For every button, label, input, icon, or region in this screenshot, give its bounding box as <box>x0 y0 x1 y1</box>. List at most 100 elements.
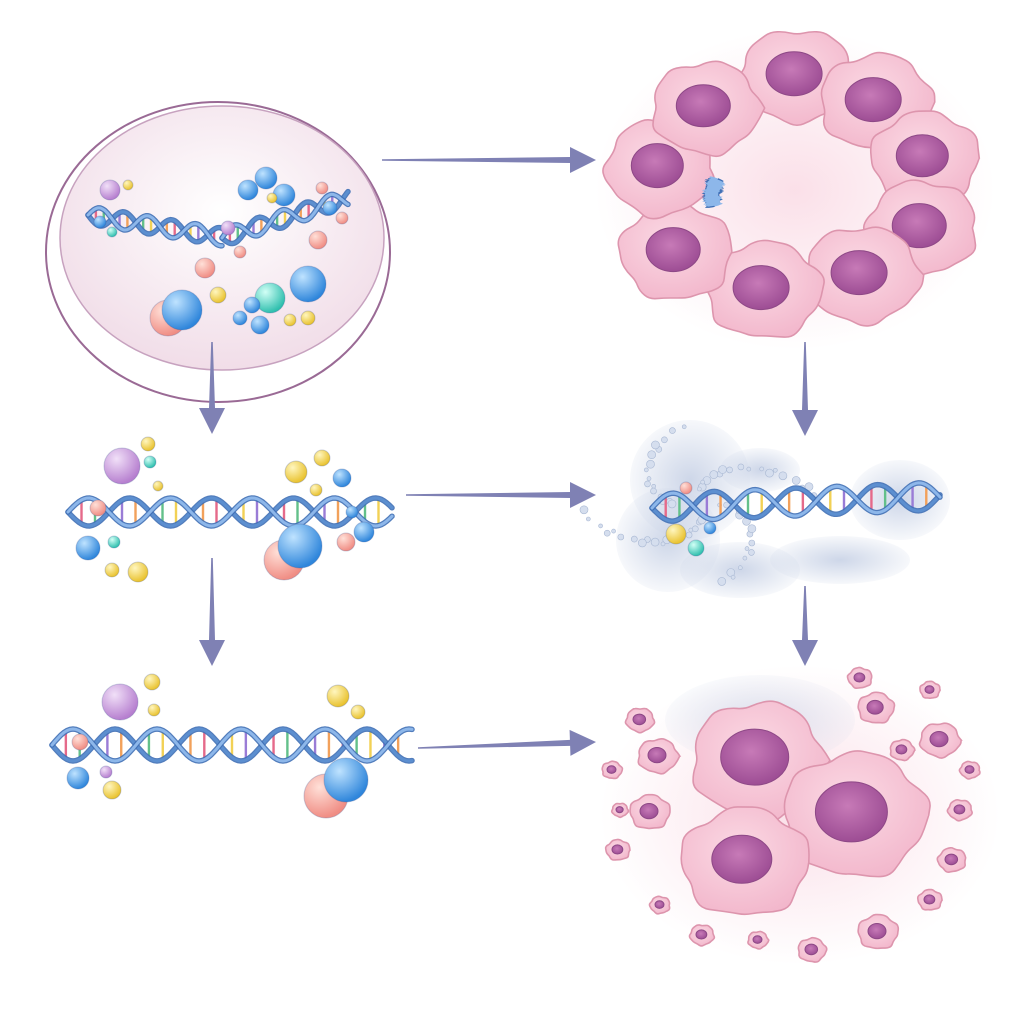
dna-backbone <box>66 496 394 528</box>
nucleosome-icon <box>579 505 589 515</box>
molecule-icon <box>353 521 375 543</box>
dna-backbone <box>650 481 942 521</box>
dna-strand-chromatin <box>649 480 943 524</box>
molecule-icon <box>336 532 356 552</box>
molecule-icon <box>315 181 329 195</box>
molecule-group-mid <box>75 436 375 583</box>
molecule-icon <box>309 483 323 497</box>
molecule-icon <box>66 766 90 790</box>
nucleosome-icon <box>700 479 706 485</box>
cell-cluster-icon <box>680 700 931 916</box>
molecule-icon <box>127 561 149 583</box>
nucleosome-icon <box>617 533 625 541</box>
nucleosome-icon <box>681 424 687 430</box>
chromatin-icon <box>579 420 950 598</box>
molecule-icon <box>283 313 297 327</box>
cell-nucleus <box>895 134 949 178</box>
cell-nucleus <box>611 844 624 855</box>
nucleosome-icon <box>696 486 702 492</box>
dna-backbone <box>50 727 414 763</box>
molecule-icon <box>679 481 693 495</box>
chromatin-cloud <box>680 542 800 598</box>
nucleosome-icon <box>669 427 676 434</box>
dna-with-molecules-panel <box>65 436 395 583</box>
cell-nucleus <box>867 923 887 940</box>
dna-icon <box>49 726 415 764</box>
nucleosome-icon <box>691 525 699 533</box>
nucleosome-icon <box>723 501 730 509</box>
cell-icon <box>617 201 733 300</box>
petri-dish-panel <box>45 101 391 403</box>
molecule-icon <box>143 455 157 469</box>
nucleosome-icon <box>726 568 736 577</box>
nucleosome-icon <box>742 555 748 561</box>
nucleosome-icon <box>585 516 591 522</box>
molecule-icon <box>147 703 161 717</box>
nucleosome-icon <box>709 470 719 479</box>
nucleosome-icon <box>630 535 638 543</box>
cell-icon <box>857 913 900 950</box>
nucleosome-icon <box>650 537 660 547</box>
cell-nucleus <box>929 731 949 748</box>
nucleosome-icon <box>804 482 814 492</box>
dna-backbone <box>701 176 726 207</box>
cell-icon <box>919 680 941 699</box>
cell-nucleus <box>720 728 790 786</box>
nucleosome-icon <box>651 440 660 450</box>
arrow-icon <box>382 147 596 173</box>
cell-nucleus <box>853 672 866 683</box>
nucleosome-icon <box>661 436 668 444</box>
molecule-icon <box>209 286 227 304</box>
molecule-icon <box>266 192 278 204</box>
nucleosome-icon <box>646 459 655 469</box>
cell-icon <box>958 760 981 780</box>
molecule-icon <box>161 289 203 331</box>
cell-icon <box>857 691 896 724</box>
molecule-icon <box>332 468 352 488</box>
cell-icon <box>648 895 671 915</box>
chromatin-cloud <box>770 536 910 584</box>
molecule-icon <box>308 230 328 250</box>
nucleosome-icon <box>737 463 745 471</box>
small-cell-group <box>601 666 981 963</box>
molecule-icon <box>99 765 113 779</box>
molecule-icon <box>323 757 369 803</box>
nucleosome-icon <box>791 476 801 485</box>
cell-nucleus <box>844 77 902 123</box>
cell-nucleus <box>654 900 665 909</box>
nucleosome-icon <box>685 531 693 539</box>
molecule-icon <box>152 480 164 492</box>
nucleosome-icon <box>651 483 657 489</box>
cell-icon <box>680 806 810 916</box>
molecule-icon <box>101 683 139 721</box>
molecule-icon <box>284 460 308 484</box>
molecule-icon <box>250 315 270 335</box>
dna-backbone <box>650 483 942 523</box>
cell-nucleus <box>944 853 959 866</box>
cell-nucleus <box>606 765 617 774</box>
cell-nucleus <box>814 781 888 843</box>
molecule-icon <box>350 704 366 720</box>
molecule-icon <box>220 220 236 236</box>
nucleosome-icon <box>744 546 750 551</box>
molecule-icon <box>237 179 259 201</box>
nucleosome-icon <box>643 467 649 473</box>
cell-icon <box>706 239 825 338</box>
cell-nucleus <box>895 744 908 755</box>
molecule-icon <box>93 215 107 229</box>
nucleosome-icon <box>772 467 778 473</box>
nucleosome-icon <box>737 565 743 571</box>
cell-nucleus <box>804 943 819 956</box>
cell-icon <box>604 838 631 861</box>
nucleosome-icon <box>650 487 657 495</box>
cell-nucleus <box>647 747 667 764</box>
molecule-icon <box>104 562 120 578</box>
molecule-icon <box>313 449 331 467</box>
cell-nucleus <box>711 834 773 884</box>
molecule-icon <box>243 296 261 314</box>
molecule-icon <box>687 539 705 557</box>
dna-backbone <box>50 727 414 763</box>
cell-nucleus <box>752 935 763 944</box>
cell-icon <box>624 707 656 734</box>
molecule-icon <box>254 166 278 190</box>
